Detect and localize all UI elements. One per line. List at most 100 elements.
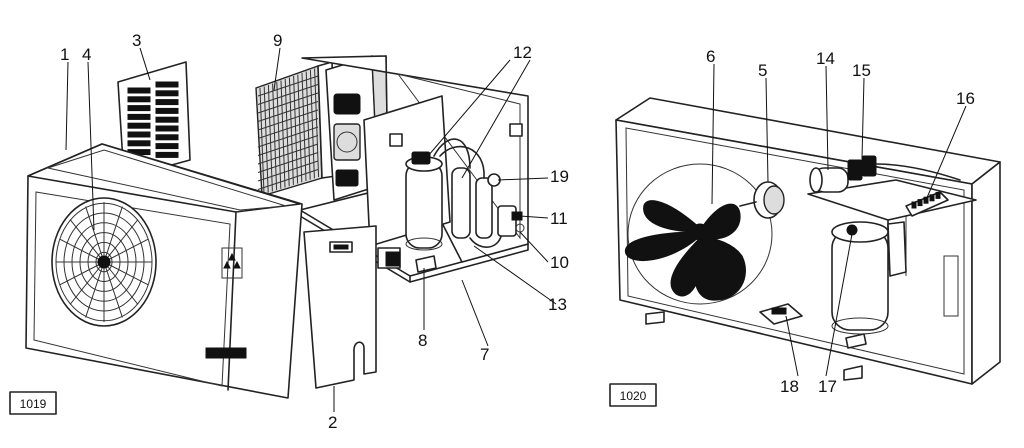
callout-14: 14 <box>816 49 835 68</box>
callout-17: 17 <box>818 377 837 396</box>
callout-15: 15 <box>852 61 871 80</box>
figure-number-left: 1019 <box>20 397 47 411</box>
figure-box-left <box>9 391 57 415</box>
coil-tube <box>257 118 319 139</box>
callout-1: 1 <box>60 45 69 64</box>
coil-fin <box>314 68 320 178</box>
fan-guard-spoke <box>69 261 105 305</box>
coil-tube <box>257 92 319 114</box>
fan-guard-spoke <box>103 261 139 305</box>
front-cabinet <box>25 143 303 399</box>
coil-tube <box>257 101 319 122</box>
callout-7: 7 <box>480 345 489 364</box>
grille-slat <box>155 81 179 88</box>
right-assembly <box>615 97 1001 385</box>
callout-6: 6 <box>706 47 715 66</box>
callout-16: 16 <box>956 89 975 108</box>
terminal-screw <box>923 196 929 204</box>
coil-tube <box>257 160 319 182</box>
coil-tube <box>257 135 319 156</box>
callout-9: 9 <box>273 31 282 50</box>
grille-slat <box>155 99 179 106</box>
fan-guard-spoke <box>85 261 105 318</box>
service-valves <box>487 173 525 237</box>
fan-guard-spoke <box>85 206 105 263</box>
callout-5: 5 <box>758 61 767 80</box>
control-plate <box>807 179 977 277</box>
grille-slat <box>127 122 151 129</box>
run-capacitor <box>809 155 961 193</box>
rear-grille <box>117 61 191 179</box>
accumulator-tank <box>831 221 889 335</box>
callout-4: 4 <box>82 45 91 64</box>
left-assembly <box>25 55 529 399</box>
terminal-screw <box>917 199 923 207</box>
fan-guard-spoke <box>59 261 105 286</box>
coil-fin <box>309 69 315 179</box>
callout-19: 19 <box>550 167 569 186</box>
fan-guard-spoke <box>103 261 123 318</box>
callout-18: 18 <box>780 377 799 396</box>
fan-guard-spoke <box>59 238 105 263</box>
grille-slat <box>155 125 179 132</box>
callout-3: 3 <box>132 31 141 50</box>
callout-8: 8 <box>418 331 427 350</box>
leader-lines <box>65 47 967 412</box>
grille-slat <box>155 107 179 114</box>
accumulator-tubing <box>433 138 503 248</box>
fan-guard-spoke <box>69 219 105 263</box>
brand-logo <box>221 247 243 279</box>
figure-number-right: 1020 <box>620 389 647 403</box>
fan-guard-spoke <box>103 261 149 286</box>
terminal-screw <box>935 191 941 199</box>
coil-tube <box>257 84 319 105</box>
grille-slat <box>155 143 179 150</box>
terminal-screw <box>911 201 917 209</box>
figure-box-right <box>609 383 657 407</box>
fan-guard-spoke <box>103 238 149 263</box>
fan-guard-spoke <box>103 206 123 263</box>
grille-slat <box>155 134 179 141</box>
coil-tube <box>257 126 319 148</box>
side-service-panel <box>303 225 377 389</box>
grille-slat <box>155 116 179 123</box>
coil-tube <box>257 169 319 190</box>
fan-guard-spoke <box>103 219 139 263</box>
coil-fin <box>267 84 273 192</box>
compressor <box>405 151 443 251</box>
coil-fin <box>284 78 290 187</box>
coil-fin <box>276 81 282 189</box>
grille-slat <box>155 151 179 158</box>
grille-slat <box>127 87 151 94</box>
condenser-coil <box>255 61 337 197</box>
coil-fin <box>263 86 269 193</box>
coil-tube <box>257 109 319 131</box>
coil-fin <box>301 72 307 182</box>
coil-tube <box>257 143 319 165</box>
terminal-block <box>905 191 949 217</box>
coil-fin <box>288 77 294 185</box>
figure-number-boxes: 1019 1020 <box>9 383 657 415</box>
callout-2: 2 <box>328 413 337 432</box>
coil-fin <box>305 71 311 180</box>
grille-slat <box>155 90 179 97</box>
cabinet-feet <box>645 311 867 381</box>
callout-13: 13 <box>548 295 567 314</box>
coil-tube <box>257 152 319 173</box>
base-brackets <box>377 247 437 273</box>
coil-fin <box>272 83 278 191</box>
callout-10: 10 <box>550 253 569 272</box>
fan-guard <box>51 197 157 327</box>
grille-slat <box>127 105 151 112</box>
coil-fin <box>280 80 286 188</box>
terminal-screw <box>929 194 935 202</box>
grille-slat <box>127 131 151 138</box>
coil-fin <box>293 75 299 184</box>
grille-slat <box>127 96 151 103</box>
coil-tube <box>257 75 319 97</box>
callout-11: 11 <box>550 209 568 228</box>
coil-fin <box>297 74 303 183</box>
callout-labels: 1 4 3 9 12 19 11 10 13 7 8 2 6 5 14 15 1… <box>60 31 975 432</box>
